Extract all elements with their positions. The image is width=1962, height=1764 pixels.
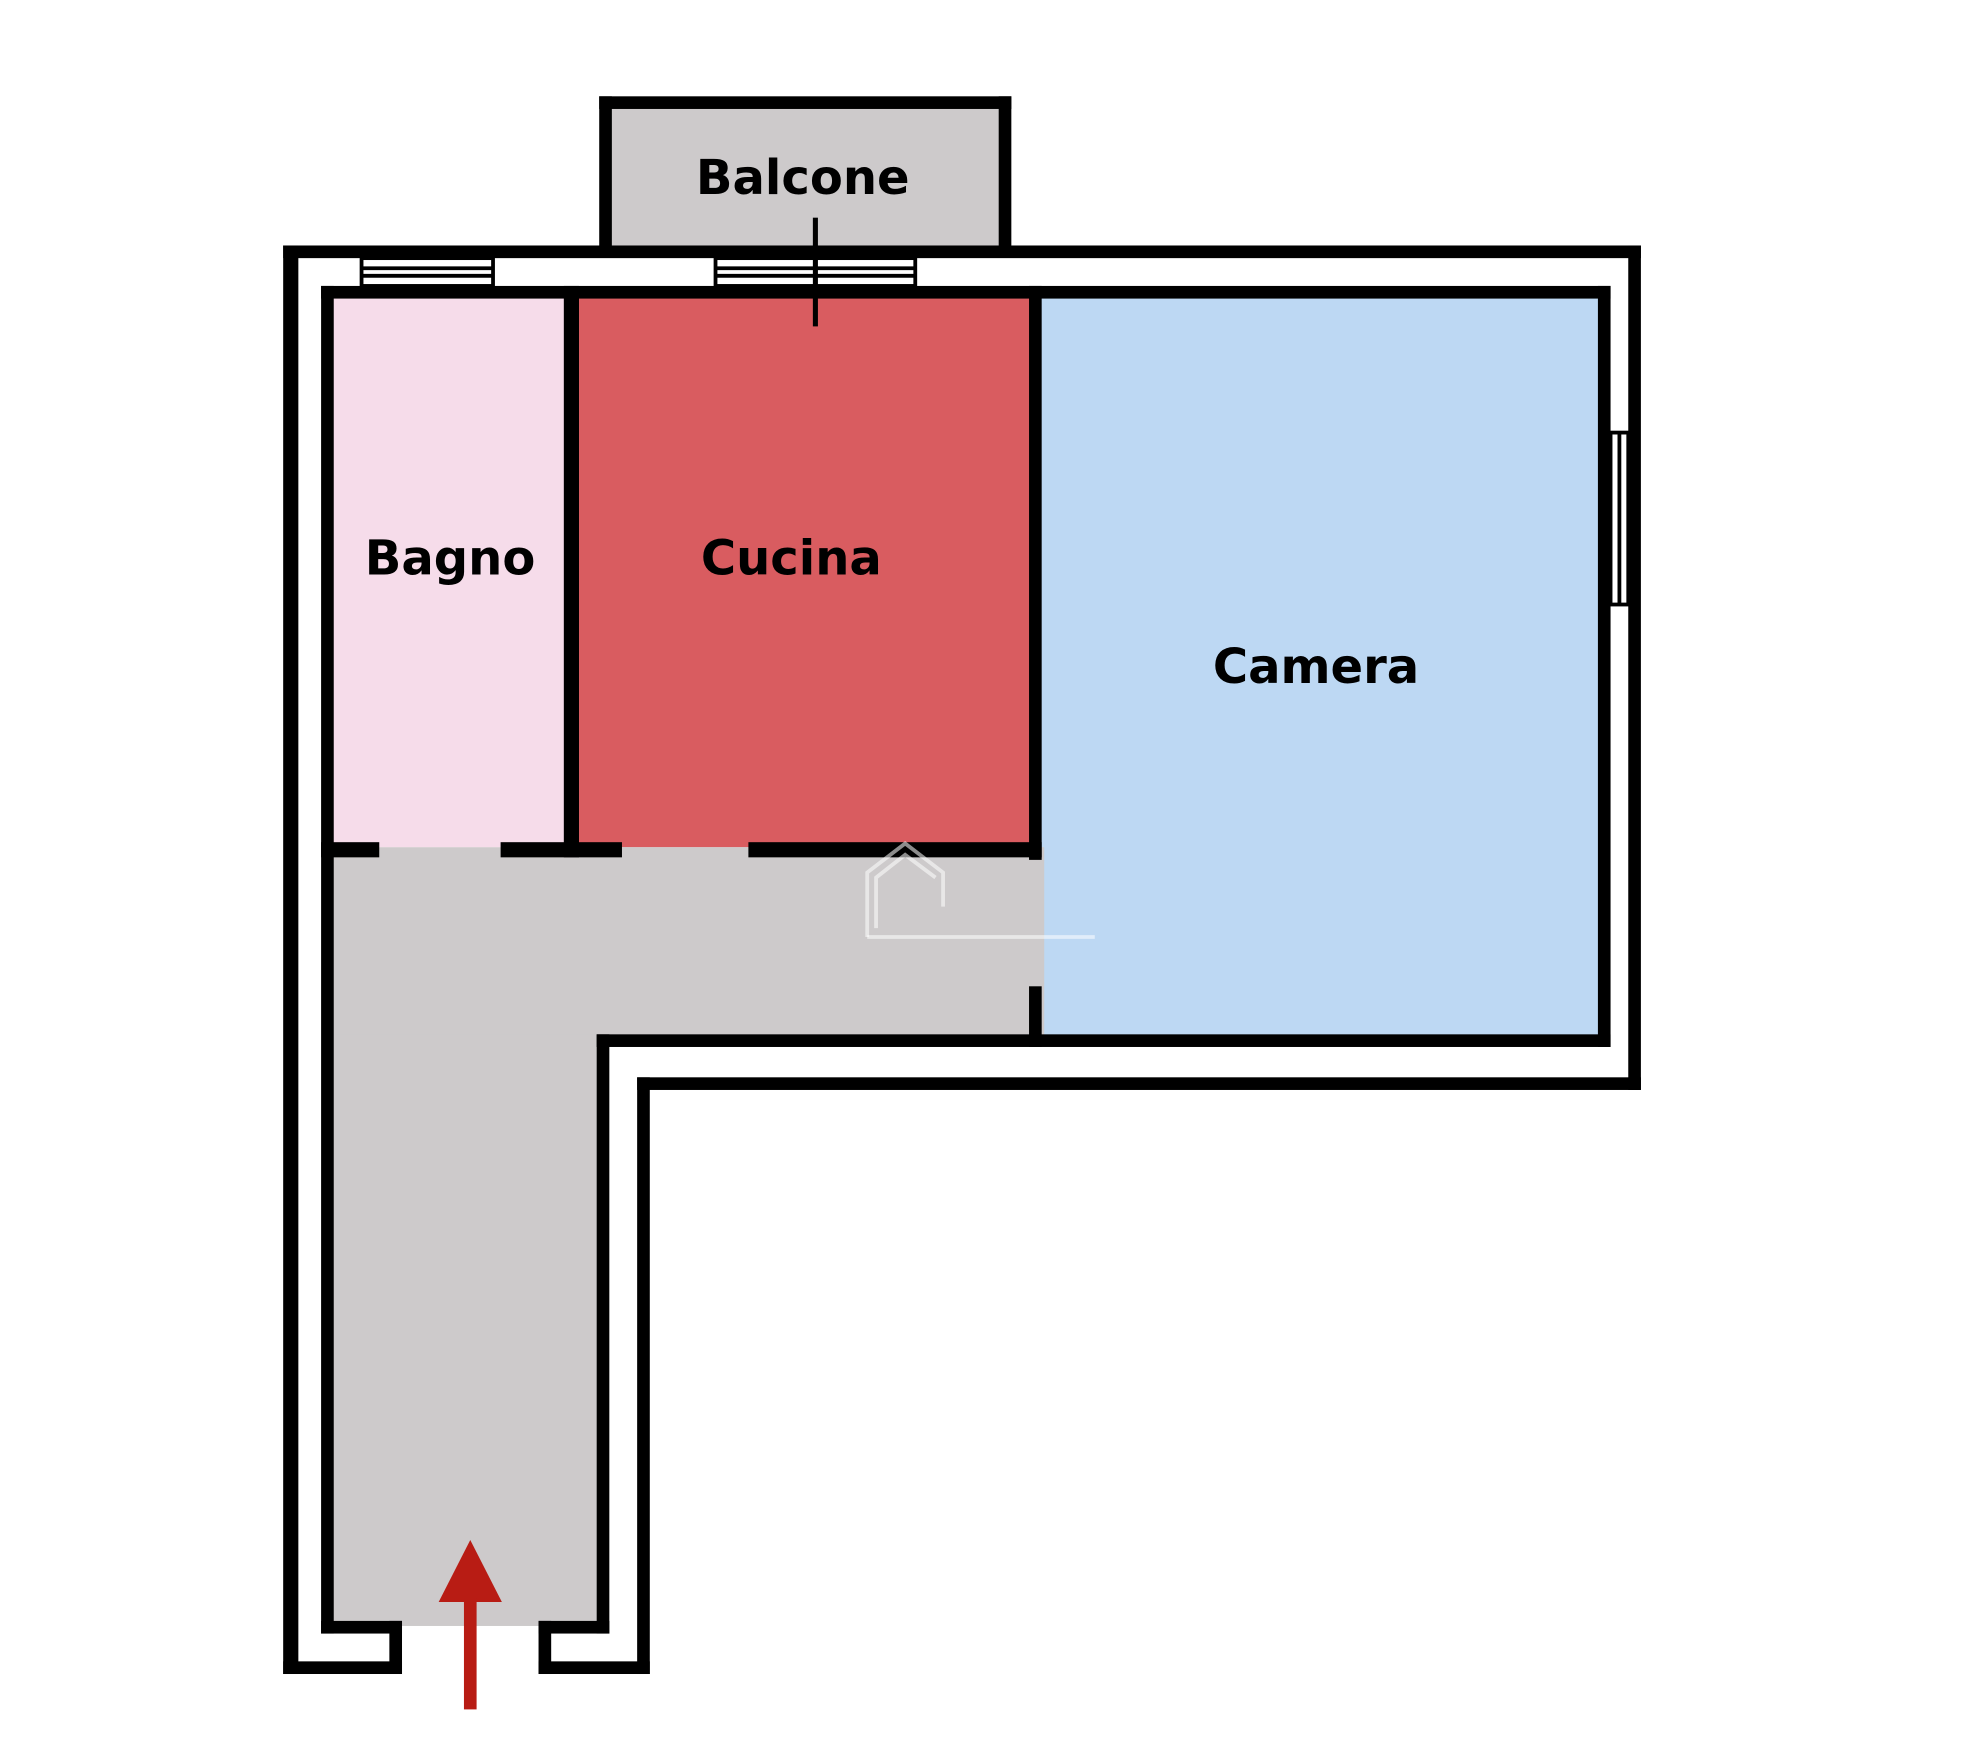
walls xyxy=(283,96,1641,1675)
camera-label: Camera xyxy=(1213,639,1419,695)
balcony-door-line xyxy=(812,217,818,327)
entrance-arrow-icon xyxy=(438,1540,502,1710)
camera-room xyxy=(1036,296,1603,1040)
bagno-room xyxy=(331,296,569,848)
entrance-corridor xyxy=(331,1034,602,1626)
casa-doc-watermark xyxy=(865,841,1095,939)
balcone-room xyxy=(605,102,1006,249)
balcone-label: Balcone xyxy=(696,150,910,206)
cucina-room xyxy=(576,296,1035,848)
window-camera xyxy=(1608,430,1631,607)
window-bagno xyxy=(359,256,495,288)
bagno-label: Bagno xyxy=(365,531,536,587)
hallway xyxy=(331,847,1045,1040)
cucina-label: Cucina xyxy=(701,531,882,587)
